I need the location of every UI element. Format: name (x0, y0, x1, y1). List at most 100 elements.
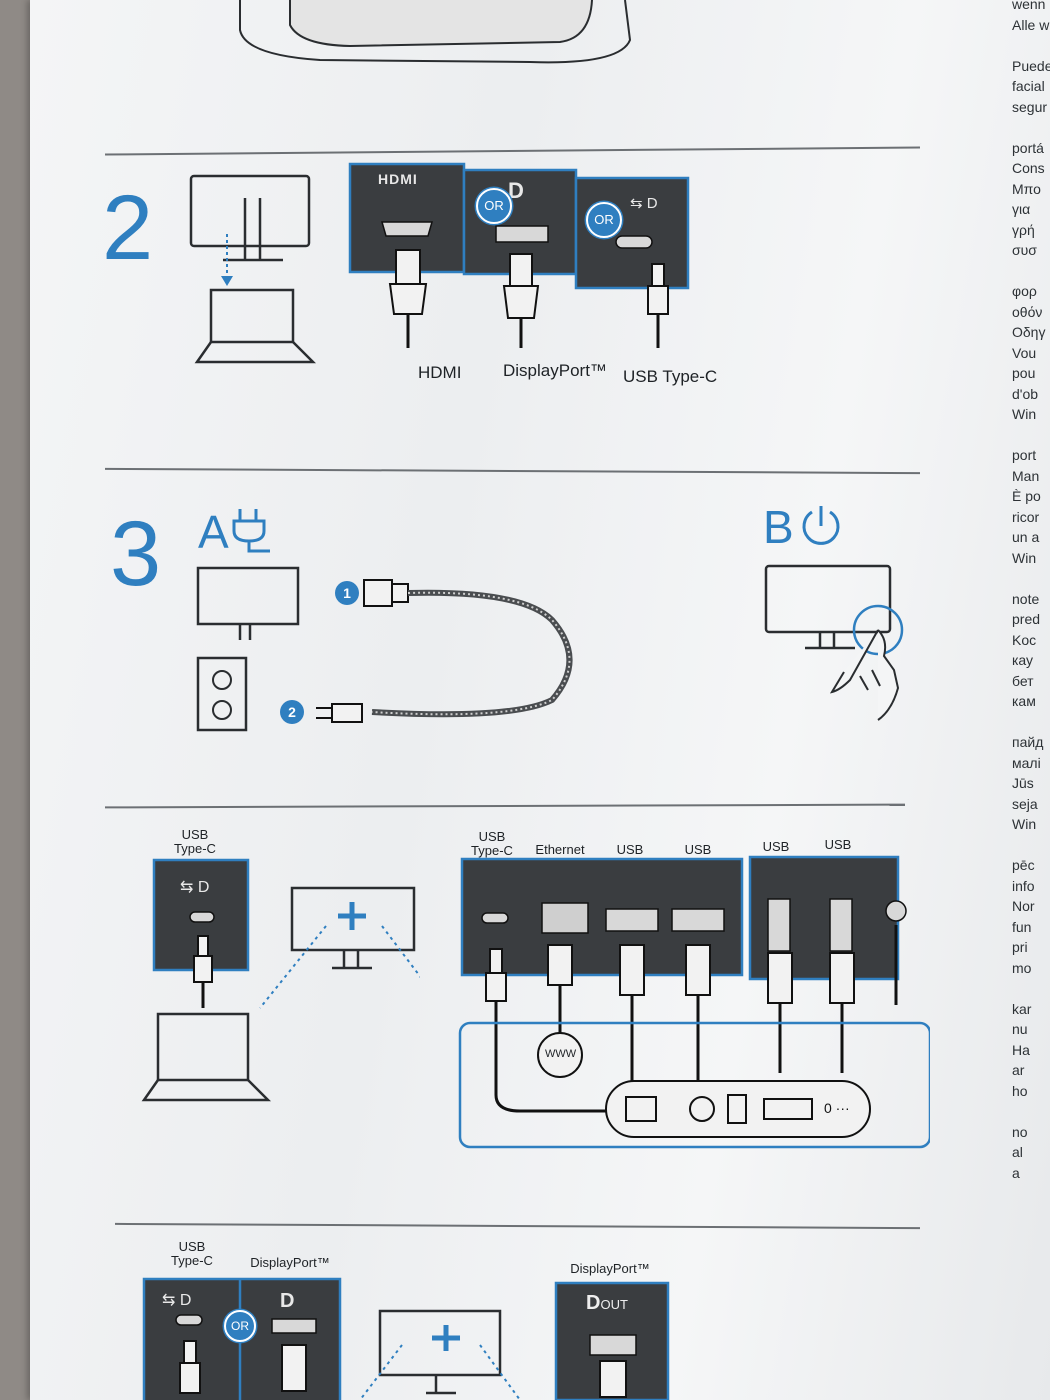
dp-out-logo: DOUT (586, 1292, 628, 1314)
displayport-label: DisplayPort™ (250, 1255, 330, 1270)
text-fragment: бет (1012, 672, 1034, 689)
text-fragment: пайд (1012, 734, 1044, 750)
text-fragment: d'ob (1012, 385, 1039, 402)
text-fragment (1012, 117, 1050, 138)
text-fragment: pēc (1012, 857, 1035, 873)
step-number: 2 (102, 177, 154, 279)
divider (105, 146, 920, 156)
divider (104, 803, 906, 808)
www-globe-label: WWW (545, 1048, 576, 1060)
or-badge: OR (224, 1310, 256, 1342)
power-cable-illustration (196, 566, 573, 732)
usb-label: USB (762, 839, 790, 854)
text-fragment: Οδηγ (1012, 324, 1046, 340)
power-icon (802, 506, 840, 545)
text-fragment: Vou (1012, 344, 1037, 361)
svg-text:⇆ D: ⇆ D (162, 1292, 191, 1309)
usb-label: USB (616, 842, 644, 857)
text-fragment: no (1012, 1123, 1028, 1140)
usb-type-c-port-label: USB Type-C (462, 830, 522, 858)
text-fragment: Ha (1012, 1041, 1030, 1058)
or-badge: OR (476, 188, 512, 224)
monitor-to-laptop-illustration (189, 174, 317, 364)
text-fragment: συσ (1012, 242, 1037, 258)
text-fragment: al (1012, 1144, 1023, 1160)
laptop-usb-c-panel: ⇆ D (141, 858, 420, 1102)
or-badge-text: OR (231, 1319, 249, 1333)
text-fragment: Mπο (1012, 180, 1041, 197)
step-number: 3 (110, 503, 162, 605)
text-fragment: ar (1012, 1062, 1025, 1078)
text-fragment: Win (1012, 406, 1037, 422)
label-text: USB Type-C (171, 1239, 213, 1268)
text-fragment: pri (1012, 939, 1028, 955)
text-fragment: Koc (1012, 631, 1037, 648)
text-fragment: Puede (1012, 57, 1050, 74)
text-fragment: un a (1012, 529, 1040, 545)
text-fragment: facial (1012, 78, 1045, 94)
monitor-bag-illustration (239, 0, 632, 64)
text-fragment: pred (1012, 611, 1041, 627)
text-fragment (1012, 568, 1050, 589)
text-fragment: info (1012, 877, 1035, 894)
svg-text:D: D (508, 178, 524, 203)
text-fragment (1012, 1101, 1050, 1122)
text-fragment (1012, 978, 1050, 999)
press-power-illustration (764, 564, 904, 721)
text-fragment: кау (1012, 652, 1034, 668)
text-fragment (1012, 261, 1050, 282)
text-fragment: portá (1012, 139, 1044, 156)
step-badge: 1 (335, 581, 359, 605)
text-fragment: кам (1012, 693, 1036, 709)
text-fragment: οθόν (1012, 303, 1043, 320)
text-fragment: fun (1012, 918, 1032, 935)
text-fragment: kar (1012, 1000, 1032, 1017)
text-fragment: Win (1012, 816, 1037, 832)
text-fragment: port (1012, 447, 1037, 463)
text-fragment: segur (1012, 98, 1048, 115)
divider (105, 467, 920, 474)
text-fragment: Jūs (1012, 775, 1034, 791)
step-badge-text: 1 (343, 585, 351, 601)
plug-icon (232, 509, 270, 553)
text-fragment: малі (1012, 754, 1041, 771)
text-fragment: Win (1012, 549, 1037, 566)
text-fragment: a (1012, 1164, 1020, 1181)
text-fragment (1012, 712, 1050, 733)
usb-type-c-label: USB Type-C (162, 1240, 222, 1268)
text-fragment: seja (1012, 795, 1038, 812)
step-badge-text: 2 (288, 704, 296, 720)
text-fragment: φορ (1012, 283, 1037, 299)
or-badge-text: OR (594, 212, 614, 227)
text-fragment: Alle we (1012, 16, 1050, 33)
label-text: USB Type-C (471, 829, 513, 858)
www-text: WWW (545, 1048, 577, 1060)
ethernet-label: Ethernet (535, 842, 585, 857)
part-a-label: A (198, 506, 229, 558)
text-fragment: για (1012, 201, 1031, 217)
label-text: USB Type-C (174, 827, 216, 856)
displayport-out-label: DisplayPort™ (570, 1261, 650, 1276)
text-fragment: nu (1012, 1021, 1028, 1037)
svg-text:D: D (280, 1290, 294, 1312)
text-fragment (1012, 425, 1050, 446)
svg-text:⇆ D: ⇆ D (630, 195, 658, 212)
text-fragment: ricor (1012, 508, 1040, 525)
or-badge-text: OR (484, 198, 504, 213)
text-fragment: ho (1012, 1082, 1028, 1099)
svg-text:⇆ D: ⇆ D (180, 879, 209, 896)
text-fragment: È po (1012, 488, 1041, 504)
instruction-sheet: 2 HDMI D ⇆ D OR OR HDMI DisplayP (30, 0, 1050, 1400)
usb-label: USB (684, 842, 712, 857)
text-fragment: wenn (1012, 0, 1046, 12)
text-fragment: pou (1012, 365, 1036, 381)
monitor-port-panel: 0 ··· (458, 855, 930, 1149)
text-fragment: Nor (1012, 898, 1035, 914)
bottom-port-panels: ⇆ D D (142, 1277, 670, 1400)
divider (115, 1222, 920, 1229)
usb-label: USB (824, 837, 852, 852)
hdmi-label: HDMI (418, 363, 462, 382)
text-fragment: γρή (1012, 221, 1035, 238)
dp-out-text: OUT (600, 1297, 628, 1312)
hdmi-logo-text: HDMI (378, 171, 418, 187)
